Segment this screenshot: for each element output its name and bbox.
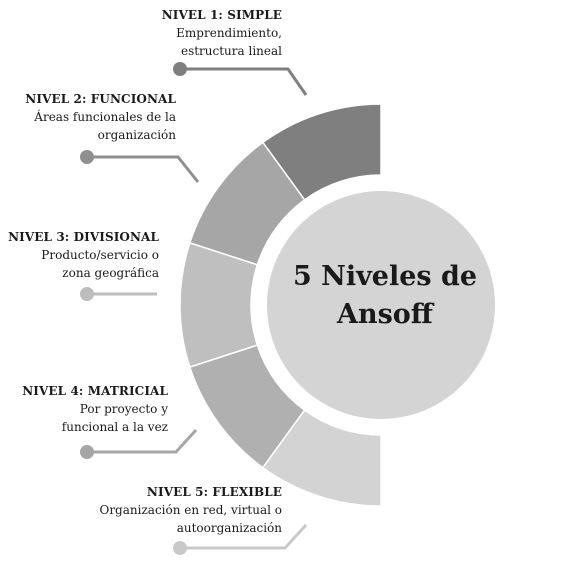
level-4-title: NIVEL 4: MATRICIAL [22, 384, 168, 398]
connector-line-4 [87, 428, 198, 454]
level-2-desc-line-2: organización [97, 128, 176, 142]
level-1-block: NIVEL 1: SIMPLE Emprendimiento, estructu… [162, 6, 282, 60]
level-3-desc-line-1: Producto/servicio o [41, 248, 159, 262]
level-2-desc-line-1: Áreas funcionales de la [34, 110, 176, 124]
level-2-block: NIVEL 2: FUNCIONAL Áreas funcionales de … [25, 90, 176, 144]
diagram-title-line-1: 5 Niveles de [292, 261, 478, 292]
connector-line-1 [180, 67, 308, 96]
level-4-block: NIVEL 4: MATRICIAL Por proyecto y funcio… [22, 382, 168, 436]
diagram-title: 5 Niveles de Ansoff [268, 258, 502, 334]
ring-segment-5 [261, 409, 382, 507]
level-1-desc-line-1: Emprendimiento, [176, 26, 282, 40]
level-5-title: NIVEL 5: FLEXIBLE [146, 485, 282, 499]
connector-dot-2 [80, 150, 94, 164]
connector-dot-4 [80, 445, 94, 459]
connector-dot-5 [173, 541, 187, 555]
level-5-desc-line-1: Organización en red, virtual o [99, 503, 282, 517]
level-5-desc-line-2: autoorganización [176, 521, 282, 535]
level-3-block: NIVEL 3: DIVISIONAL Producto/servicio o … [8, 228, 159, 282]
connector-line-5 [180, 523, 308, 550]
connector-dot-1 [173, 62, 187, 76]
level-4-desc-line-1: Por proyecto y [79, 402, 168, 416]
diagram-title-line-2: Ansoff [337, 299, 433, 330]
level-5-block: NIVEL 5: FLEXIBLE Organización en red, v… [99, 483, 282, 537]
level-2-title: NIVEL 2: FUNCIONAL [25, 92, 176, 106]
connector-dot-3 [80, 287, 94, 301]
center-circle [267, 191, 495, 419]
level-3-title: NIVEL 3: DIVISIONAL [8, 230, 159, 244]
level-3-desc-line-2: zona geográfica [62, 266, 159, 280]
level-1-title: NIVEL 1: SIMPLE [161, 8, 282, 22]
level-1-desc-line-2: estructura lineal [180, 44, 282, 58]
connector-line-2 [87, 155, 200, 183]
level-4-desc-line-2: funcional a la vez [61, 420, 168, 434]
